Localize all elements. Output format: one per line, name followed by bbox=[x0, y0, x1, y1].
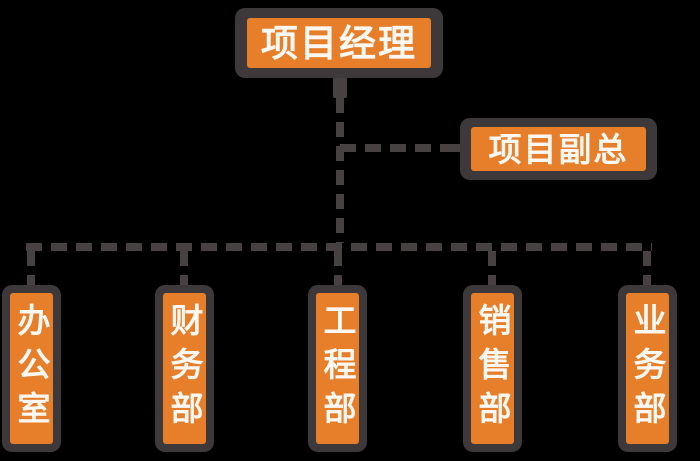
node-project-manager[interactable]: 项目经理 bbox=[235, 8, 443, 78]
node-project-manager-label: 项目经理 bbox=[261, 22, 417, 64]
connector-root-stub bbox=[333, 72, 347, 98]
node-deputy-manager-box: 项目副总 bbox=[471, 127, 646, 171]
node-engineering-dept[interactable]: 工程部 bbox=[308, 285, 367, 452]
connector-main-horizontal bbox=[26, 243, 652, 251]
connector-dept-stub-sales bbox=[488, 251, 496, 285]
node-business-dept-box: 业务部 bbox=[626, 293, 669, 444]
node-finance-dept-label: 财务部 bbox=[166, 302, 203, 435]
connector-deputy-branch-end bbox=[450, 144, 462, 152]
node-sales-dept[interactable]: 销售部 bbox=[463, 285, 522, 452]
node-office-label: 办公室 bbox=[13, 302, 50, 435]
node-finance-dept[interactable]: 财务部 bbox=[155, 285, 214, 452]
node-deputy-manager-label: 项目副总 bbox=[488, 130, 629, 168]
connector-deputy-branch bbox=[340, 144, 462, 152]
connector-dept-stub-office bbox=[27, 251, 35, 285]
node-engineering-dept-label: 工程部 bbox=[319, 302, 356, 435]
node-office-box: 办公室 bbox=[10, 293, 53, 444]
connector-dept-stub-finance bbox=[180, 251, 188, 285]
node-sales-dept-box: 销售部 bbox=[471, 293, 514, 444]
node-deputy-manager[interactable]: 项目副总 bbox=[460, 118, 657, 180]
connector-dept-stub-business bbox=[643, 251, 651, 285]
connector-root-vertical bbox=[336, 98, 344, 243]
connector-dept-stub-engineering bbox=[334, 251, 342, 285]
node-engineering-dept-box: 工程部 bbox=[316, 293, 359, 444]
node-project-manager-box: 项目经理 bbox=[247, 18, 431, 68]
node-sales-dept-label: 销售部 bbox=[474, 302, 511, 435]
node-office[interactable]: 办公室 bbox=[2, 285, 61, 452]
node-business-dept-label: 业务部 bbox=[629, 302, 666, 435]
node-business-dept[interactable]: 业务部 bbox=[618, 285, 677, 452]
node-finance-dept-box: 财务部 bbox=[163, 293, 206, 444]
